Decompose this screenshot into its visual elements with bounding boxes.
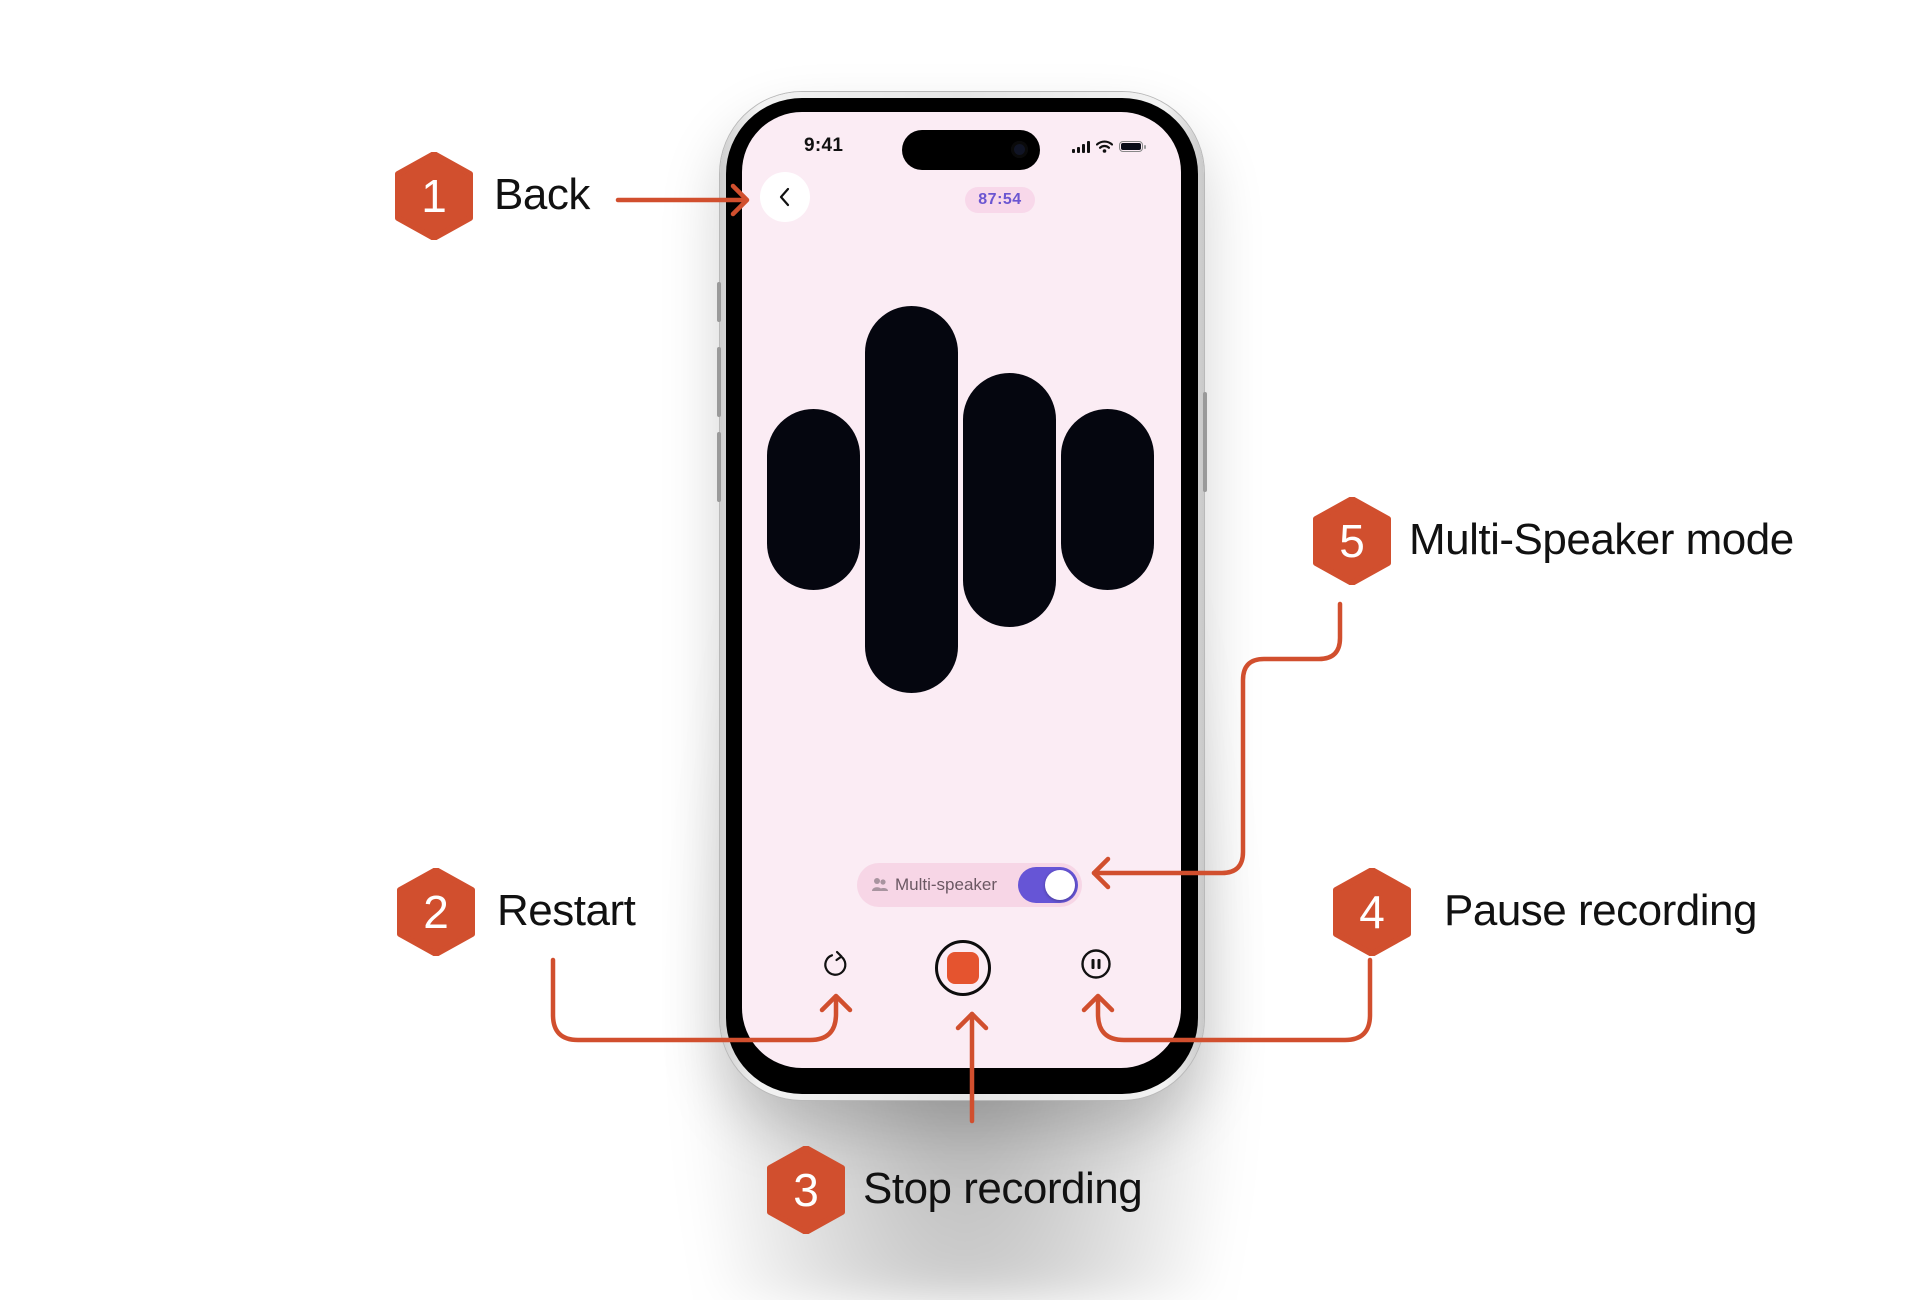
annotation-badge-3: 3 bbox=[766, 1146, 846, 1234]
badge-number: 1 bbox=[421, 170, 447, 222]
waveform-bar bbox=[1061, 409, 1154, 590]
restart-button[interactable] bbox=[814, 942, 858, 986]
annotation-badge-2: 2 bbox=[396, 868, 476, 956]
stop-ring bbox=[935, 940, 991, 996]
battery-icon bbox=[1119, 141, 1146, 152]
app-screen: 9:41 87:54 bbox=[742, 112, 1181, 1068]
annotation-label-multi-speaker-mode: Multi-Speaker mode bbox=[1409, 515, 1794, 564]
rotate-clockwise-icon bbox=[824, 950, 847, 976]
annotation-badge-4: 4 bbox=[1332, 868, 1412, 956]
people-icon bbox=[872, 878, 888, 891]
hexagon-icon bbox=[1313, 497, 1391, 585]
annotation-label-pause-recording: Pause recording bbox=[1444, 886, 1757, 935]
cellular-signal-icon bbox=[1072, 140, 1090, 153]
waveform-bar bbox=[865, 306, 958, 693]
back-button[interactable] bbox=[760, 172, 810, 222]
camera-icon bbox=[1011, 141, 1028, 158]
hexagon-icon bbox=[397, 868, 475, 956]
multi-speaker-label: Multi-speaker bbox=[895, 875, 998, 894]
hexagon-icon bbox=[767, 1146, 845, 1234]
multi-speaker-pill: Multi-speaker bbox=[857, 863, 1082, 907]
power-button bbox=[1203, 392, 1207, 492]
status-time: 9:41 bbox=[804, 135, 844, 156]
volume-down-button bbox=[717, 432, 721, 502]
badge-number: 4 bbox=[1359, 886, 1385, 938]
pause-circle-icon bbox=[1081, 949, 1111, 979]
badge-number: 3 bbox=[793, 1164, 819, 1216]
multi-speaker-toggle[interactable] bbox=[1018, 867, 1078, 903]
stop-square-icon bbox=[947, 952, 979, 984]
recording-timer: 87:54 bbox=[965, 187, 1035, 213]
status-icons bbox=[1072, 140, 1146, 153]
waveform-bar bbox=[963, 373, 1056, 627]
annotation-label-stop-recording: Stop recording bbox=[863, 1164, 1143, 1213]
hexagon-icon bbox=[1333, 868, 1411, 956]
annotation-label-restart: Restart bbox=[497, 886, 636, 935]
wifi-icon bbox=[1096, 140, 1113, 153]
annotation-badge-5: 5 bbox=[1312, 497, 1392, 585]
action-button bbox=[717, 282, 721, 322]
volume-up-button bbox=[717, 347, 721, 417]
badge-number: 2 bbox=[423, 886, 449, 938]
waveform-bar bbox=[767, 409, 860, 590]
hexagon-icon bbox=[395, 152, 473, 240]
toggle-knob bbox=[1045, 870, 1075, 900]
badge-number: 5 bbox=[1339, 515, 1365, 567]
annotation-label-back: Back bbox=[494, 170, 590, 219]
chevron-left-icon bbox=[779, 187, 790, 207]
pause-recording-button[interactable] bbox=[1076, 944, 1116, 984]
annotation-badge-1: 1 bbox=[394, 152, 474, 240]
phone-frame: 9:41 87:54 bbox=[717, 92, 1207, 1100]
stop-recording-button[interactable] bbox=[933, 938, 993, 998]
dynamic-island bbox=[902, 130, 1040, 170]
